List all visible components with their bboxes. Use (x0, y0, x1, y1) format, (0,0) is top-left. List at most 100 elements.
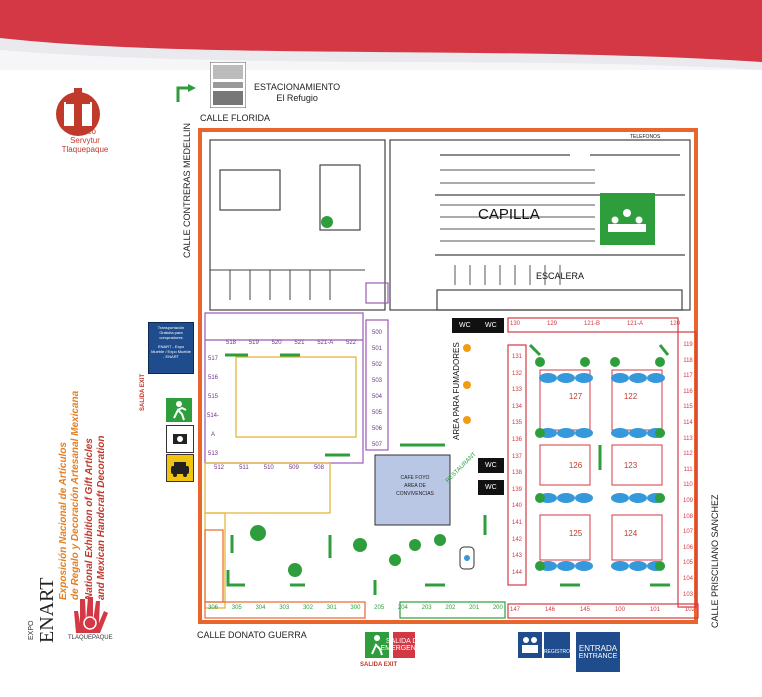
capilla-label: CAPILLA (478, 206, 540, 223)
booth-138: 138 (511, 470, 522, 477)
booth-507: 507 (371, 442, 382, 448)
booth-513: 513 (207, 451, 218, 457)
booth-514-A: 514-A (206, 413, 219, 438)
booth-521: 521 (294, 340, 305, 346)
wc-boxes (452, 318, 504, 495)
camera-icon (173, 434, 187, 444)
street-north: CALLE FLORIDA (200, 113, 271, 123)
booth-516: 516 (207, 375, 218, 381)
wc-label-3: WC (485, 462, 497, 469)
booth-127: 127 (568, 392, 583, 401)
booth-500: 500 (371, 330, 382, 336)
taxi-sign (166, 454, 194, 482)
cafe-label: CAFE FOYO AREA DE CONVIVENCIAS (380, 474, 450, 498)
booth-520: 520 (271, 340, 282, 346)
booth-112: 112 (683, 451, 693, 458)
flow-arrows (225, 343, 670, 595)
booth-518: 518 (226, 340, 237, 346)
booth-118: 118 (683, 357, 693, 364)
booth-133: 133 (511, 387, 522, 394)
booth-512: 512 (214, 465, 225, 471)
booth-521-A: 521-A (317, 340, 334, 346)
people-icon (522, 637, 538, 653)
booth-504: 504 (371, 394, 382, 400)
booth-135: 135 (511, 420, 522, 427)
brand-name: anaco Servytur Tlaquepaque (50, 127, 120, 154)
booth-100: 100 (614, 607, 625, 613)
booth-137: 137 (511, 453, 522, 460)
booth-144: 144 (511, 569, 522, 576)
booth-205: 205 (374, 605, 385, 611)
cafe-line1: CAFE FOYO (400, 475, 430, 481)
booth-110: 110 (683, 482, 693, 489)
booth-204: 204 (397, 605, 408, 611)
booth-115: 115 (683, 404, 693, 411)
booth-501: 501 (371, 346, 382, 352)
exit-bottom-icon (365, 632, 389, 658)
brand-line2: Servytur (70, 136, 100, 145)
booth-103: 103 (682, 591, 693, 598)
booth-114: 114 (683, 419, 693, 426)
enart-label: ENART (36, 577, 58, 643)
booth-129: 129 (546, 321, 557, 327)
exit-bottom-signs: SALIDA DE EMERGENCIA (365, 632, 428, 660)
hand-icon (74, 597, 108, 633)
smoking-area-label: AREA PARA FUMADORES (452, 342, 461, 440)
booth-522: 522 (345, 340, 356, 346)
booth-104: 104 (682, 575, 693, 582)
booth-303: 303 (279, 605, 290, 611)
wc-label-4: WC (485, 484, 497, 491)
enart-expo-label: EXPO (28, 620, 35, 640)
street-south: CALLE DONATO GUERRA (197, 630, 307, 640)
meeting-point-sign (600, 193, 655, 245)
booth-143: 143 (511, 553, 522, 560)
booth-201: 201 (469, 605, 480, 611)
booth-124: 124 (623, 529, 638, 539)
booth-301: 301 (326, 605, 337, 611)
booth-111: 111 (683, 466, 693, 473)
green-booths (399, 601, 506, 619)
booth-306: 306 (208, 605, 219, 611)
booth-508: 508 (313, 465, 324, 471)
booth-305: 305 (231, 605, 242, 611)
registro-label: REGISTRO (543, 649, 571, 655)
booth-517: 517 (207, 356, 218, 362)
booth-304: 304 (255, 605, 266, 611)
cafe-line3: CONVIVENCIAS (396, 491, 434, 497)
entrance-box: ENTRADA ENTRANCE (576, 632, 620, 672)
booth-105: 105 (682, 560, 693, 567)
booth-132: 132 (511, 370, 522, 377)
side-title-block: Exposición Nacional de Artículos de Rega… (58, 340, 118, 600)
exit-left-label: SALIDA EXIT (140, 373, 146, 411)
header-banner (0, 0, 762, 70)
running-man-icon (173, 401, 187, 421)
booth-141: 141 (511, 519, 522, 526)
booth-203: 203 (421, 605, 432, 611)
booth-140: 140 (511, 503, 522, 510)
side-title-en2: and Mexican Handcraft Decoration (96, 435, 107, 600)
wc-label-1: WC (459, 322, 471, 329)
telefonos-label: TELEFONOS (630, 134, 661, 140)
red-booths (507, 317, 699, 619)
parking-line1: ESTACIONAMIENTO (254, 82, 341, 92)
booth-200: 200 (492, 605, 503, 611)
bus-transport-sign: Transportación Gratuita para compradores… (148, 322, 194, 374)
side-title-es1: Exposición Nacional de Artículos (58, 442, 69, 600)
escalera-label: ESCALERA (536, 271, 585, 281)
booth-146: 146 (544, 607, 555, 613)
booth-506: 506 (371, 426, 382, 432)
booth-119: 119 (683, 342, 693, 348)
booth-202: 202 (445, 605, 456, 611)
booth-121-B: 121-B (583, 321, 600, 327)
booth-139: 139 (511, 486, 522, 493)
wc-label-2: WC (485, 322, 497, 329)
registro-box: REGISTRO (544, 632, 570, 658)
brand-line3: Tlaquepaque (61, 145, 109, 154)
